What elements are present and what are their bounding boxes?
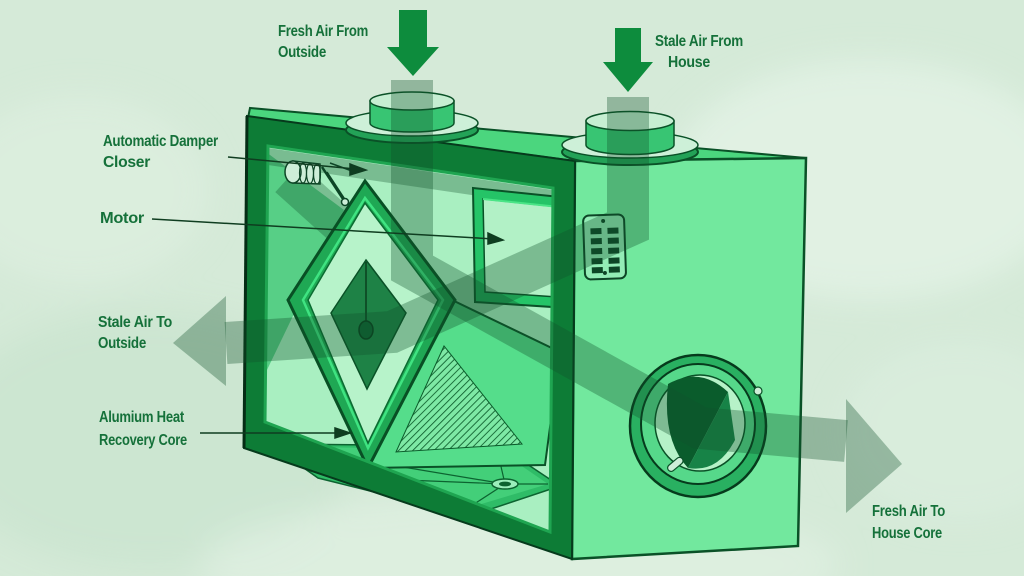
hrv-unit xyxy=(242,91,808,561)
label-motor: Motor xyxy=(100,210,144,227)
fan-blade-mid xyxy=(688,392,735,469)
flow-arrowheads xyxy=(173,296,902,513)
svg-text:Recovery Core: Recovery Core xyxy=(99,432,187,449)
svg-text:Automatic Damper: Automatic Damper xyxy=(103,133,218,150)
interior-left-wall xyxy=(266,152,344,372)
fan-blade-dark xyxy=(666,376,728,468)
stale-air-out-arrowhead xyxy=(173,296,226,386)
fan-port xyxy=(628,353,768,499)
flow-bands xyxy=(224,80,848,462)
fresh-air-port xyxy=(345,91,479,144)
watercolor-blobs xyxy=(0,60,1024,576)
fresh-air-inlet-arrow xyxy=(387,10,439,76)
svg-text:Alumium Heat: Alumium Heat xyxy=(99,409,185,426)
leader-lines xyxy=(151,156,506,440)
svg-text:Fresh Air To: Fresh Air To xyxy=(872,503,945,520)
fresh-air-flow-path xyxy=(391,80,848,462)
motor-window xyxy=(471,186,572,310)
stale-air-inlet-arrow xyxy=(603,28,653,92)
motor-leader xyxy=(151,218,506,245)
label-automatic-damper-closer: Automatic Damper Closer xyxy=(103,133,218,171)
svg-text:Stale Air To: Stale Air To xyxy=(98,314,172,331)
labels: Fresh Air From Outside Stale Air From Ho… xyxy=(98,23,946,542)
label-aluminium-heat-recovery-core: Alumium Heat Recovery Core xyxy=(99,409,188,449)
core-hub xyxy=(358,320,374,340)
heat-recovery-core xyxy=(286,178,562,472)
label-fresh-air-to-house-core: Fresh Air To House Core xyxy=(872,503,946,542)
svg-text:Outside: Outside xyxy=(98,335,146,352)
inlet-arrows xyxy=(387,10,653,92)
damper-leader xyxy=(227,156,369,177)
svg-text:Motor: Motor xyxy=(100,210,144,227)
svg-text:Stale Air From: Stale Air From xyxy=(655,33,743,50)
svg-text:Outside: Outside xyxy=(278,44,326,61)
svg-text:Closer: Closer xyxy=(103,154,150,171)
svg-text:Fresh Air From: Fresh Air From xyxy=(278,23,368,40)
fresh-air-out-arrowhead xyxy=(846,399,902,513)
svg-text:House Core: House Core xyxy=(872,525,942,542)
label-stale-air-from-house: Stale Air From House xyxy=(655,33,743,71)
stale-air-port xyxy=(561,110,699,166)
stale-air-flow-path xyxy=(224,97,649,364)
core-leader xyxy=(200,426,353,440)
damper-assembly xyxy=(284,160,353,207)
connector-panel xyxy=(582,213,627,281)
svg-text:House: House xyxy=(668,54,710,71)
label-stale-air-to-outside: Stale Air To Outside xyxy=(98,314,173,352)
label-fresh-air-from-outside: Fresh Air From Outside xyxy=(278,23,368,61)
